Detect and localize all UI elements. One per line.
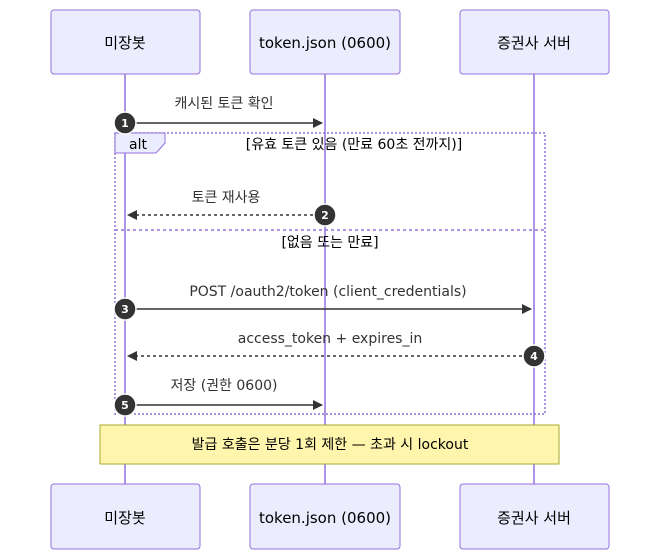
message-5-label: 저장 (권한 0600) <box>171 378 278 394</box>
sequence-number-3: 3 <box>121 303 129 316</box>
actor-server-label: 증권사 서버 <box>497 34 571 52</box>
note-box <box>99 424 560 465</box>
actor-token-bottom: token.json (0600) <box>249 483 401 550</box>
message-3-label: POST /oauth2/token (client_credentials) <box>189 284 466 300</box>
sequence-badge-3: 3 <box>113 297 137 321</box>
actor-bot-label: 미장봇 <box>104 34 145 52</box>
alt-condition-2: [없음 또는 만료] <box>281 235 378 251</box>
alt-condition-1: [유효 토큰 있음 (만료 60초 전까지)] <box>246 137 462 153</box>
alt-frame-tag <box>114 132 166 154</box>
actor-token-bottom-label: token.json (0600) <box>259 509 391 527</box>
actor-token-label: token.json (0600) <box>259 34 391 52</box>
sequence-number-2: 2 <box>321 209 329 222</box>
actor-bot-bottom-label: 미장봇 <box>104 509 145 527</box>
actor-server-bottom-label: 증권사 서버 <box>497 509 571 527</box>
note-text: 발급 호출은 분당 1회 제한 — 초과 시 lockout <box>192 437 469 453</box>
sequence-number-5: 5 <box>121 399 129 412</box>
actor-token-top: token.json (0600) <box>249 9 401 75</box>
actor-bot-top: 미장봇 <box>50 9 201 75</box>
sequence-badge-5: 5 <box>113 393 137 417</box>
message-4-label: access_token + expires_in <box>238 331 423 347</box>
alt-frame-label: alt <box>129 137 147 153</box>
note: 발급 호출은 분당 1회 제한 — 초과 시 lockout <box>99 424 560 465</box>
actor-server-bottom: 증권사 서버 <box>459 483 610 550</box>
sequence-number-1: 1 <box>121 117 129 130</box>
alt-frame <box>114 132 546 415</box>
sequence-badge-2: 2 <box>313 203 337 227</box>
sequence-number-4: 4 <box>530 350 538 363</box>
sequence-badge-1: 1 <box>113 111 137 135</box>
message-1-label: 캐시된 토큰 확인 <box>174 96 273 112</box>
sequence-badge-4: 4 <box>522 344 546 368</box>
actor-bot-bottom: 미장봇 <box>50 483 201 550</box>
actor-server-top: 증권사 서버 <box>459 9 610 75</box>
message-2-label: 토큰 재사용 <box>192 190 261 206</box>
